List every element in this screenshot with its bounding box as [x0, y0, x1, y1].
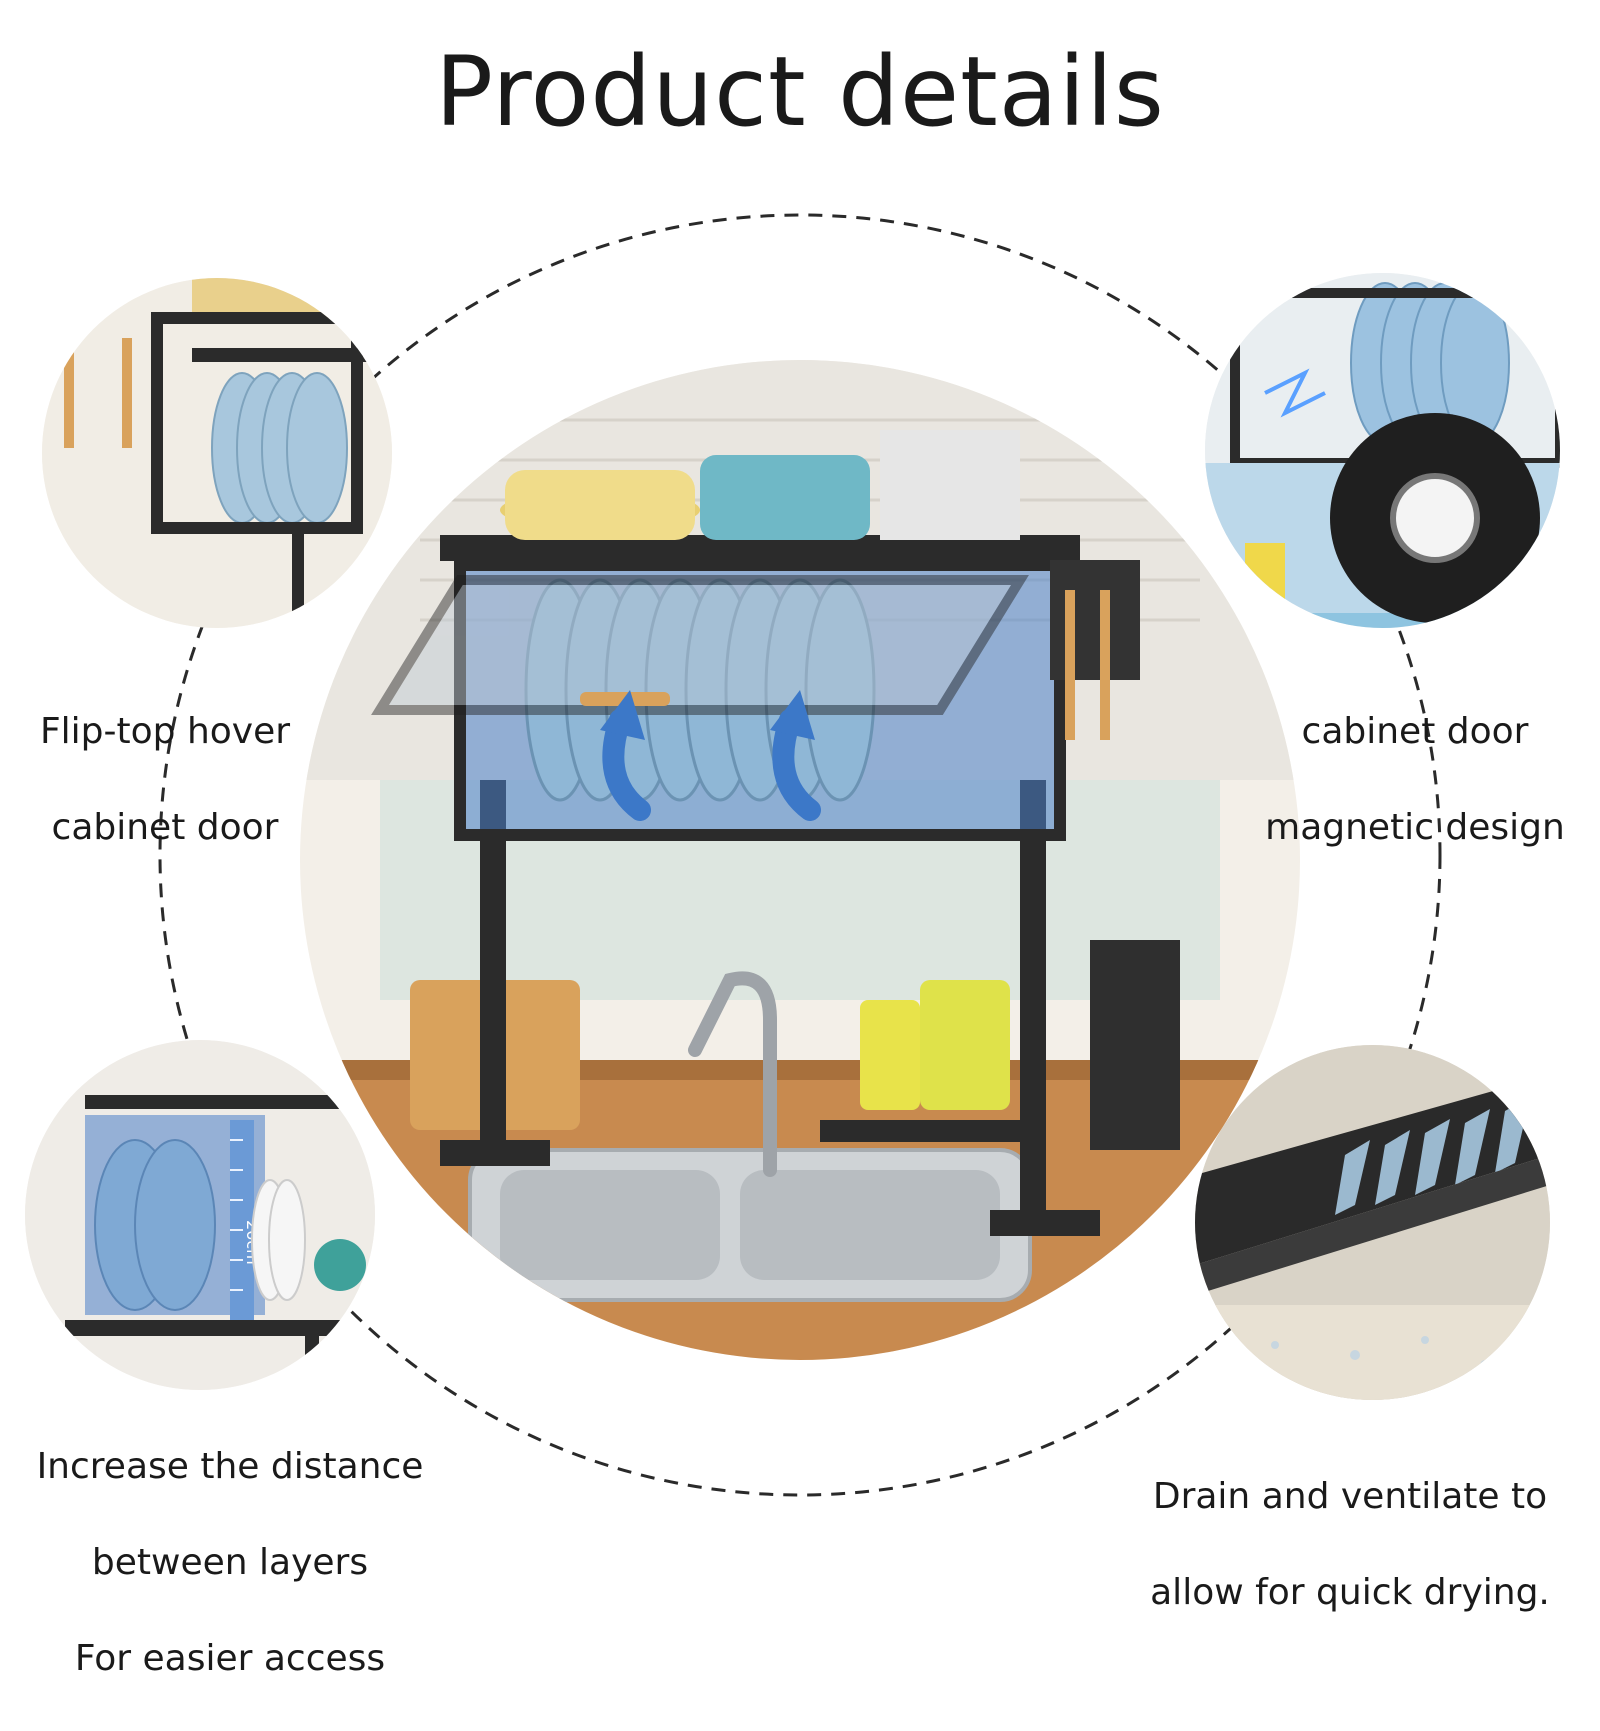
- detail-image-drain: [1195, 1045, 1550, 1400]
- dashed-connector-ring: [158, 213, 1442, 1497]
- dish-rack-illustration: [300, 360, 1300, 1360]
- main-product-image: [300, 360, 1300, 1360]
- caption-magnetic: cabinet door magnetic design: [1265, 711, 1565, 848]
- caption-flip-top: Flip-top hover cabinet door: [39, 711, 291, 848]
- caption-distance: Increase the distance between layers For…: [36, 1446, 424, 1679]
- detail-image-flip-top: [42, 278, 392, 628]
- detail-image-distance: 26cm: [25, 1040, 375, 1390]
- caption-drain: Drain and ventilate to allow for quick d…: [1150, 1476, 1550, 1613]
- page-title: Product details: [435, 36, 1165, 148]
- flow-arrow-icon: [600, 690, 821, 821]
- detail-image-magnetic: [1205, 273, 1560, 628]
